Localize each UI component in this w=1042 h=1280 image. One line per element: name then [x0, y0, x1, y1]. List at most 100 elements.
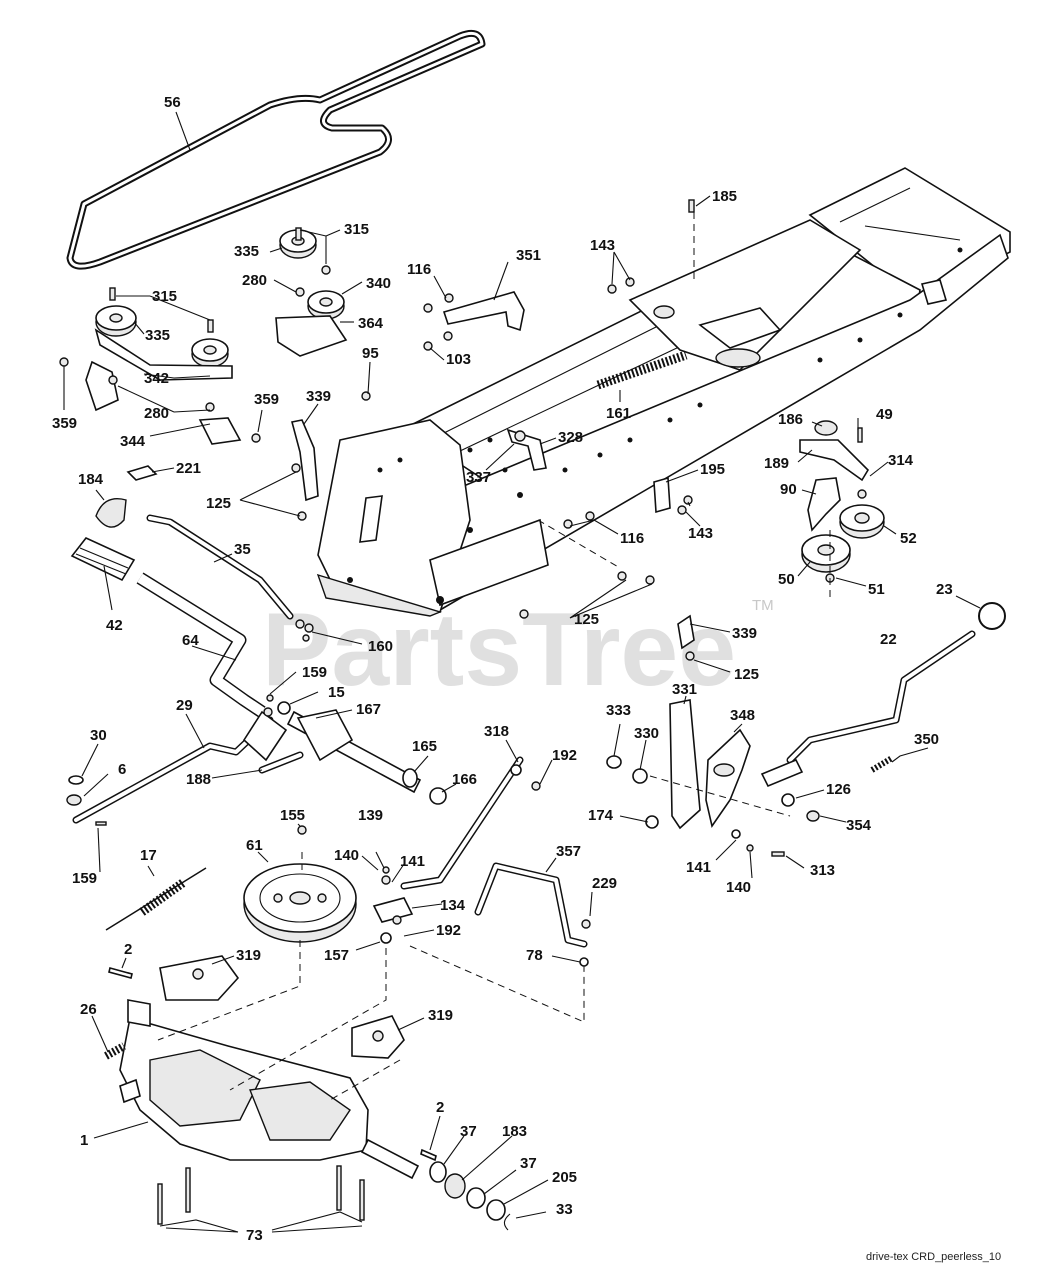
shaft-assembly-167[interactable]: [242, 701, 422, 794]
callout-315: 315: [344, 221, 369, 238]
rod-22[interactable]: [760, 630, 976, 788]
callout-33: 33: [556, 1201, 573, 1218]
callout-141: 141: [400, 853, 425, 870]
washer-333[interactable]: [606, 755, 622, 769]
drive-belt[interactable]: [66, 29, 486, 270]
bracket-328[interactable]: [506, 428, 547, 471]
pulley-52[interactable]: [839, 504, 885, 539]
bracket-351[interactable]: [442, 291, 525, 332]
callout-357: 357: [556, 843, 581, 860]
plate-348[interactable]: [705, 728, 751, 828]
callout-159: 159: [302, 664, 327, 681]
callout-359: 359: [254, 391, 279, 408]
idler-pulley-335-left[interactable]: [95, 305, 137, 337]
washer-30[interactable]: [68, 775, 84, 785]
callout-37: 37: [460, 1123, 477, 1140]
callout-314: 314: [888, 452, 914, 469]
callout-37: 37: [520, 1155, 537, 1172]
bracket-319-right[interactable]: [351, 1015, 405, 1059]
callout-116: 116: [407, 261, 431, 278]
callout-186: 186: [778, 411, 803, 428]
transaxle-1[interactable]: [119, 999, 420, 1180]
pin-2-right[interactable]: [420, 1148, 437, 1162]
grip-42[interactable]: [70, 537, 136, 582]
idler-pulley-340[interactable]: [307, 290, 345, 320]
pulley-61[interactable]: [243, 863, 357, 943]
bolts-73[interactable]: [157, 1165, 365, 1225]
pin-2-left[interactable]: [108, 967, 133, 979]
nut-354[interactable]: [806, 810, 820, 822]
washer-166[interactable]: [429, 787, 447, 805]
spring-17[interactable]: [105, 867, 207, 931]
callout-157: 157: [324, 947, 349, 964]
callout-165: 165: [412, 738, 437, 755]
bracket-319-left[interactable]: [159, 955, 240, 1001]
idler-pulley-335-right[interactable]: [191, 338, 229, 368]
washer-205[interactable]: [486, 1199, 506, 1221]
bracket-195[interactable]: [653, 476, 671, 514]
callout-52: 52: [900, 530, 917, 547]
washer-165[interactable]: [402, 768, 418, 788]
callout-64: 64: [182, 632, 199, 649]
callout-26: 26: [80, 1001, 97, 1018]
callout-354: 354: [846, 817, 872, 834]
main-frame[interactable]: [316, 167, 1011, 617]
callout-2: 2: [124, 941, 132, 958]
callout-labels: 56 315 335 280 340 364 315 335 342 359 2…: [52, 94, 953, 1244]
spring-26[interactable]: [104, 1042, 126, 1060]
pulley-186[interactable]: [814, 420, 838, 436]
pulley-50[interactable]: [801, 534, 851, 573]
plate-331[interactable]: [669, 699, 701, 830]
callout-61: 61: [246, 837, 263, 854]
rod-318[interactable]: [400, 756, 524, 890]
ring-23[interactable]: [978, 602, 1006, 630]
callout-337: 337: [466, 469, 491, 486]
nut-6[interactable]: [66, 794, 82, 806]
bracket-134[interactable]: [372, 897, 414, 923]
callout-192: 192: [436, 922, 461, 939]
callout-155: 155: [280, 807, 305, 824]
washer-126[interactable]: [781, 793, 795, 807]
washer-37-b[interactable]: [466, 1187, 486, 1209]
callout-17: 17: [140, 847, 157, 864]
callout-73: 73: [246, 1227, 263, 1244]
callout-167: 167: [356, 701, 381, 718]
rod-357[interactable]: [474, 862, 588, 948]
washer-37-a[interactable]: [429, 1161, 447, 1183]
callout-221: 221: [176, 460, 201, 477]
callout-116: 116: [620, 530, 644, 547]
callout-141: 141: [686, 859, 711, 876]
rod-188[interactable]: [258, 751, 304, 774]
spring-350[interactable]: [870, 755, 894, 773]
lever-64[interactable]: [136, 572, 266, 718]
callout-319: 319: [236, 947, 261, 964]
callout-139: 139: [358, 807, 383, 824]
clip-221[interactable]: [126, 465, 158, 481]
lever-35[interactable]: [146, 514, 294, 620]
bracket-90[interactable]: [807, 477, 841, 532]
callout-22: 22: [880, 631, 897, 648]
callout-348: 348: [730, 707, 755, 724]
callout-6: 6: [118, 761, 126, 778]
diagram-footer-code: drive-tex CRD_peerless_10: [866, 1251, 1001, 1263]
callout-125: 125: [734, 666, 759, 683]
clip-33[interactable]: [503, 1213, 511, 1231]
callout-160: 160: [368, 638, 393, 655]
idler-bracket-364[interactable]: [275, 315, 348, 357]
bolt-hardware-mid: [95, 427, 867, 967]
callout-333: 333: [606, 702, 631, 719]
idler-bracket-344[interactable]: [85, 328, 242, 445]
knob-184[interactable]: [95, 498, 127, 528]
washer-330[interactable]: [632, 768, 648, 784]
bushing-183[interactable]: [444, 1173, 466, 1199]
callout-50: 50: [778, 571, 795, 588]
callout-42: 42: [106, 617, 123, 634]
callout-35: 35: [234, 541, 251, 558]
callout-315: 315: [152, 288, 177, 305]
bracket-339-left[interactable]: [291, 419, 319, 502]
spring-161[interactable]: [596, 350, 688, 390]
callout-143: 143: [590, 237, 615, 254]
bracket-189[interactable]: [799, 439, 870, 482]
callout-350: 350: [914, 731, 939, 748]
